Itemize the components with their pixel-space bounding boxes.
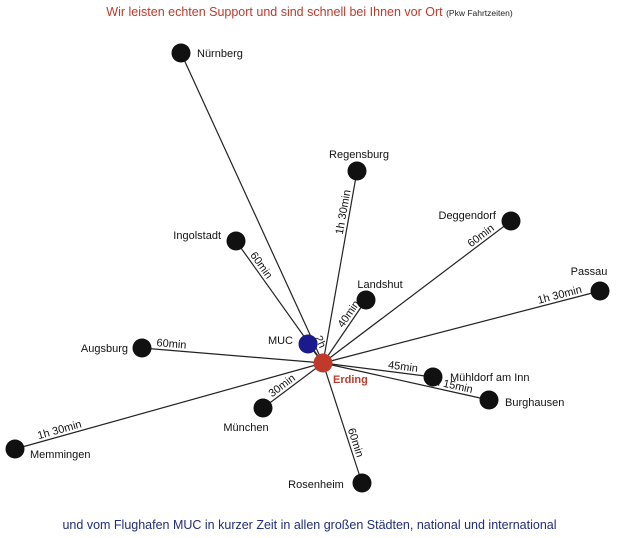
- line-rosenheim: [322, 362, 363, 484]
- hub-node: [313, 353, 333, 373]
- city-label-ingolstadt: Ingolstadt: [173, 230, 221, 242]
- line-memmingen: [14, 362, 324, 450]
- hub-label: Erding: [333, 374, 368, 386]
- airport-node: [298, 334, 318, 354]
- line-landshut: [322, 299, 367, 364]
- line-muehldorf: [322, 362, 434, 378]
- header-text: Wir leisten echten Support und sind schn…: [0, 5, 619, 19]
- time-label-augsburg: 60min: [156, 337, 187, 351]
- line-augsburg: [141, 347, 324, 364]
- time-label-passau: 1h 30min: [536, 284, 583, 307]
- city-node-augsburg: [132, 338, 152, 358]
- time-label-muehldorf: 45min: [387, 359, 418, 375]
- time-label-regensburg: 1h 30min: [334, 189, 354, 236]
- header-note: (Pkw Fahrtzeiten): [446, 8, 513, 18]
- city-label-deggendorf: Deggendorf: [439, 210, 497, 222]
- city-label-nuernberg: Nürnberg: [197, 48, 243, 60]
- city-label-rosenheim: Rosenheim: [288, 479, 344, 491]
- line-nuernberg: [180, 52, 324, 364]
- footer-text: und vom Flughafen MUC in kurzer Zeit in …: [62, 518, 557, 532]
- city-labels: NürnbergRegensburgDeggendorfIngolstadtLa…: [30, 48, 607, 491]
- city-node-memmingen: [5, 439, 25, 459]
- city-node-rosenheim: [352, 473, 372, 493]
- city-label-muenchen: München: [223, 422, 268, 434]
- city-node-deggendorf: [501, 211, 521, 231]
- city-label-regensburg: Regensburg: [329, 149, 389, 161]
- header-main: Wir leisten echten Support und sind schn…: [106, 5, 443, 19]
- time-label-rosenheim: 60min: [345, 427, 366, 459]
- city-nodes: [5, 43, 610, 493]
- city-node-passau: [590, 281, 610, 301]
- line-burghausen: [322, 362, 490, 401]
- city-label-burghausen: Burghausen: [505, 397, 564, 409]
- line-muenchen: [262, 362, 324, 409]
- city-label-muehldorf: Mühldorf am Inn: [450, 372, 529, 384]
- city-label-augsburg: Augsburg: [81, 343, 128, 355]
- city-node-regensburg: [347, 161, 367, 181]
- line-passau: [322, 290, 601, 364]
- city-node-muenchen: [253, 398, 273, 418]
- city-node-nuernberg: [171, 43, 191, 63]
- time-label-memmingen: 1h 30min: [36, 418, 83, 442]
- airport-label: MUC: [268, 335, 293, 347]
- city-node-muehldorf: [423, 367, 443, 387]
- city-node-burghausen: [479, 390, 499, 410]
- city-label-landshut: Landshut: [357, 279, 402, 291]
- city-node-landshut: [356, 290, 376, 310]
- city-node-ingolstadt: [226, 231, 246, 251]
- connection-lines: [14, 52, 601, 484]
- line-regensburg: [322, 170, 358, 364]
- city-label-passau: Passau: [571, 266, 608, 278]
- line-deggendorf: [322, 220, 512, 364]
- city-label-memmingen: Memmingen: [30, 449, 91, 461]
